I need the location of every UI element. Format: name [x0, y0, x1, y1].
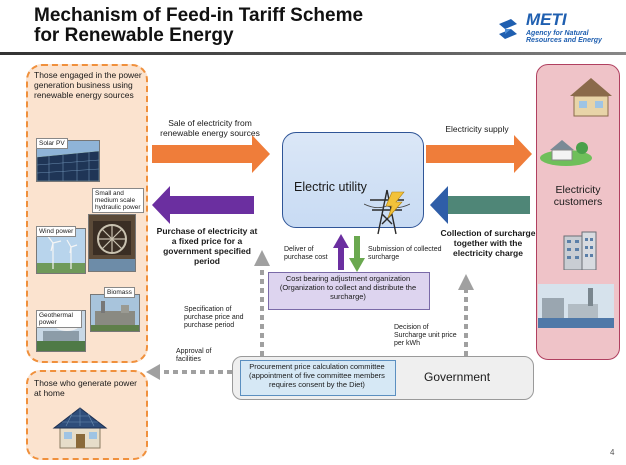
- apartment-building-icon: [563, 231, 597, 270]
- power-tower-icon: [364, 189, 410, 235]
- cost-bearing-organization: Cost bearing adjustment organization (Or…: [270, 274, 426, 301]
- sale-arrow: [152, 135, 270, 173]
- cost-bearing-organization-box: [268, 272, 430, 310]
- submission-label: Submission of collected surcharge: [368, 246, 442, 261]
- supply-label: Electricity supply: [445, 124, 509, 134]
- purchase-arrow: [152, 186, 254, 224]
- customers-label: Electricity customers: [553, 184, 603, 208]
- meti-logo-name: METI: [526, 10, 567, 29]
- generators-description: Those engaged in the power generation bu…: [34, 70, 142, 100]
- submission-arrow: [349, 236, 365, 272]
- electric-utility-box: [282, 132, 424, 228]
- title-line-2: for Renewable Energy: [34, 25, 234, 46]
- government-label: Government: [424, 370, 491, 384]
- wind-power-label: Wind power: [36, 226, 77, 237]
- biomass-label: Biomass: [104, 287, 135, 298]
- house-icon: [570, 78, 612, 117]
- approval-label: Approval of facilities: [176, 348, 212, 363]
- biomass-photo: [90, 294, 140, 332]
- deliver-label: Deliver of purchase cost: [284, 246, 328, 261]
- deliver-arrow: [333, 234, 349, 270]
- factory-icon: [538, 284, 614, 328]
- title-divider: [0, 52, 626, 55]
- specification-label: Specification of purchase price and purc…: [184, 306, 244, 329]
- home-generators-description: Those who generate power at home: [34, 378, 138, 398]
- title-line-1: Mechanism of Feed-in Tariff Scheme: [34, 5, 364, 26]
- solar-pv-label: Solar PV: [36, 138, 68, 149]
- cost-org-detail: (Organization to collect and distribute …: [279, 283, 417, 301]
- decision-label: Decision of Surcharge unit price per kWh: [394, 324, 457, 347]
- hydraulic-power-label: Small and medium scale hydraulic power: [92, 188, 144, 213]
- collection-label: Collection of surcharge together with th…: [440, 228, 536, 258]
- geothermal-power-label: Geothermal power: [36, 310, 82, 328]
- page-number: 4: [610, 448, 615, 457]
- purchase-label: Purchase of electricity at a fixed price…: [156, 226, 258, 266]
- page-title: Mechanism of Feed-in Tariff Scheme for R…: [34, 6, 363, 46]
- procurement-committee-label: Procurement price calculation committee …: [249, 362, 385, 389]
- electric-utility-label: Electric utility: [294, 180, 367, 194]
- cost-org-title: Cost bearing adjustment organization: [285, 274, 411, 283]
- meti-logo-subtitle: Agency for Natural Resources and Energy: [526, 30, 602, 44]
- green-house-icon: [540, 140, 592, 166]
- supply-arrow: [426, 135, 532, 173]
- meti-logo-icon: [499, 19, 517, 39]
- hydraulic-power-photo: [88, 214, 136, 272]
- solar-house-icon: [52, 407, 108, 449]
- procurement-committee-box: [240, 360, 396, 396]
- sale-label: Sale of electricity from renewable energ…: [160, 118, 260, 138]
